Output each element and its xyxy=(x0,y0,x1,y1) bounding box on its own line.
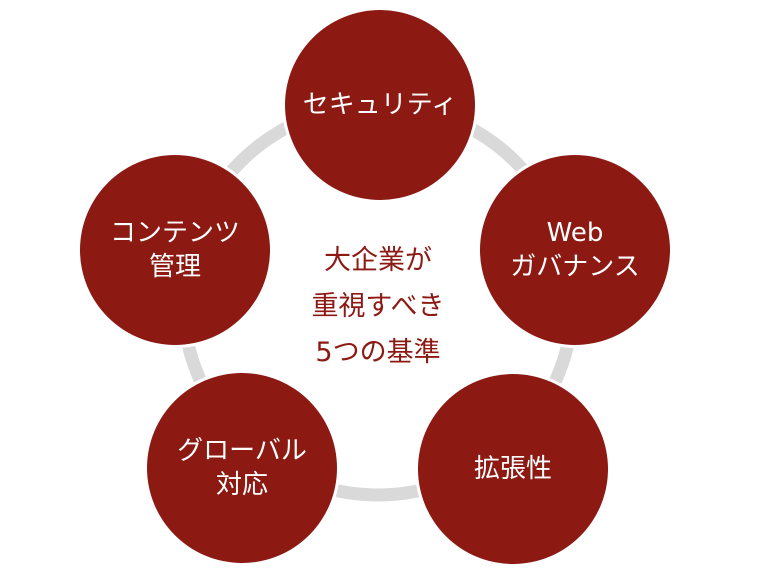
center-line: 重視すべき xyxy=(311,291,445,322)
node-label: コンテンツ xyxy=(109,218,240,248)
center-line: 大企業が xyxy=(324,245,432,276)
node-global: グローバル 対応 xyxy=(147,373,337,563)
node-security: セキュリティ xyxy=(285,10,475,200)
node-label: Web xyxy=(546,218,604,248)
node-label: 対応 xyxy=(215,470,268,500)
node-scalability: 拡張性 xyxy=(418,374,608,564)
node-label: グローバル xyxy=(177,436,307,466)
node-content: コンテンツ 管理 xyxy=(80,155,270,345)
node-label: ガバナンス xyxy=(510,252,640,282)
center-line: 5つの基準 xyxy=(315,337,441,368)
node-web-governance: Web ガバナンス xyxy=(480,155,670,345)
node-label: セキュリティ xyxy=(302,90,458,120)
node-label: 管理 xyxy=(148,252,201,282)
center-title: 大企業が 重視すべき 5つの基準 xyxy=(288,238,468,376)
node-label: 拡張性 xyxy=(473,454,552,484)
